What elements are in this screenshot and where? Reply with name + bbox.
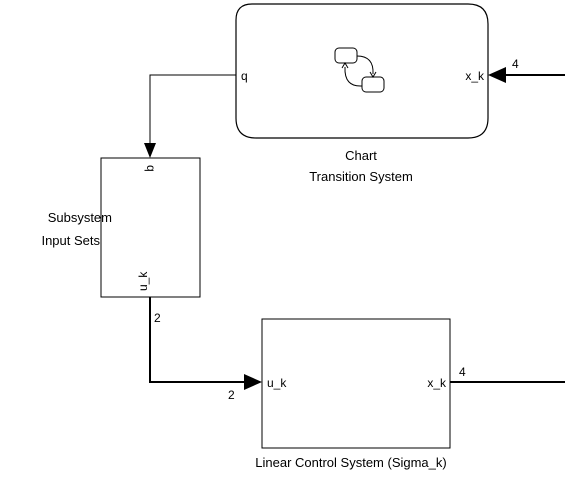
chart-out-port-label: q xyxy=(241,69,248,83)
signal-width-label: 2 xyxy=(228,388,235,402)
chart-block[interactable] xyxy=(235,3,489,139)
subsystem-out-port-label: u_k xyxy=(136,271,150,291)
arrowhead-icon xyxy=(244,374,262,390)
signal-width-label: 4 xyxy=(459,365,466,379)
signal-line-q[interactable] xyxy=(144,74,236,158)
subsystem-block-name-line1: Subsystem xyxy=(48,210,112,225)
chart-block-name-line2: Transition System xyxy=(309,169,413,184)
linear-control-system-block[interactable] xyxy=(261,318,451,449)
signal-width-label: 4 xyxy=(512,57,519,71)
chart-in-port-label: x_k xyxy=(465,69,485,83)
signal-width-label: 2 xyxy=(154,311,161,325)
subsystem-block[interactable] xyxy=(100,157,201,298)
linear-in-port-label: u_k xyxy=(267,376,287,390)
stateflow-chart-icon xyxy=(334,47,385,93)
chart-block-name-line1: Chart xyxy=(345,148,377,163)
arrowhead-icon xyxy=(488,67,506,83)
signal-line-chart-input[interactable] xyxy=(488,67,565,83)
subsystem-in-port-label: q xyxy=(144,165,158,172)
arrowhead-icon xyxy=(144,143,156,158)
subsystem-block-name-line2: Input Sets xyxy=(41,233,100,248)
linear-block-name: Linear Control System (Sigma_k) xyxy=(255,455,446,470)
linear-out-port-label: x_k xyxy=(427,376,447,390)
signal-line-u-k[interactable] xyxy=(149,297,262,390)
